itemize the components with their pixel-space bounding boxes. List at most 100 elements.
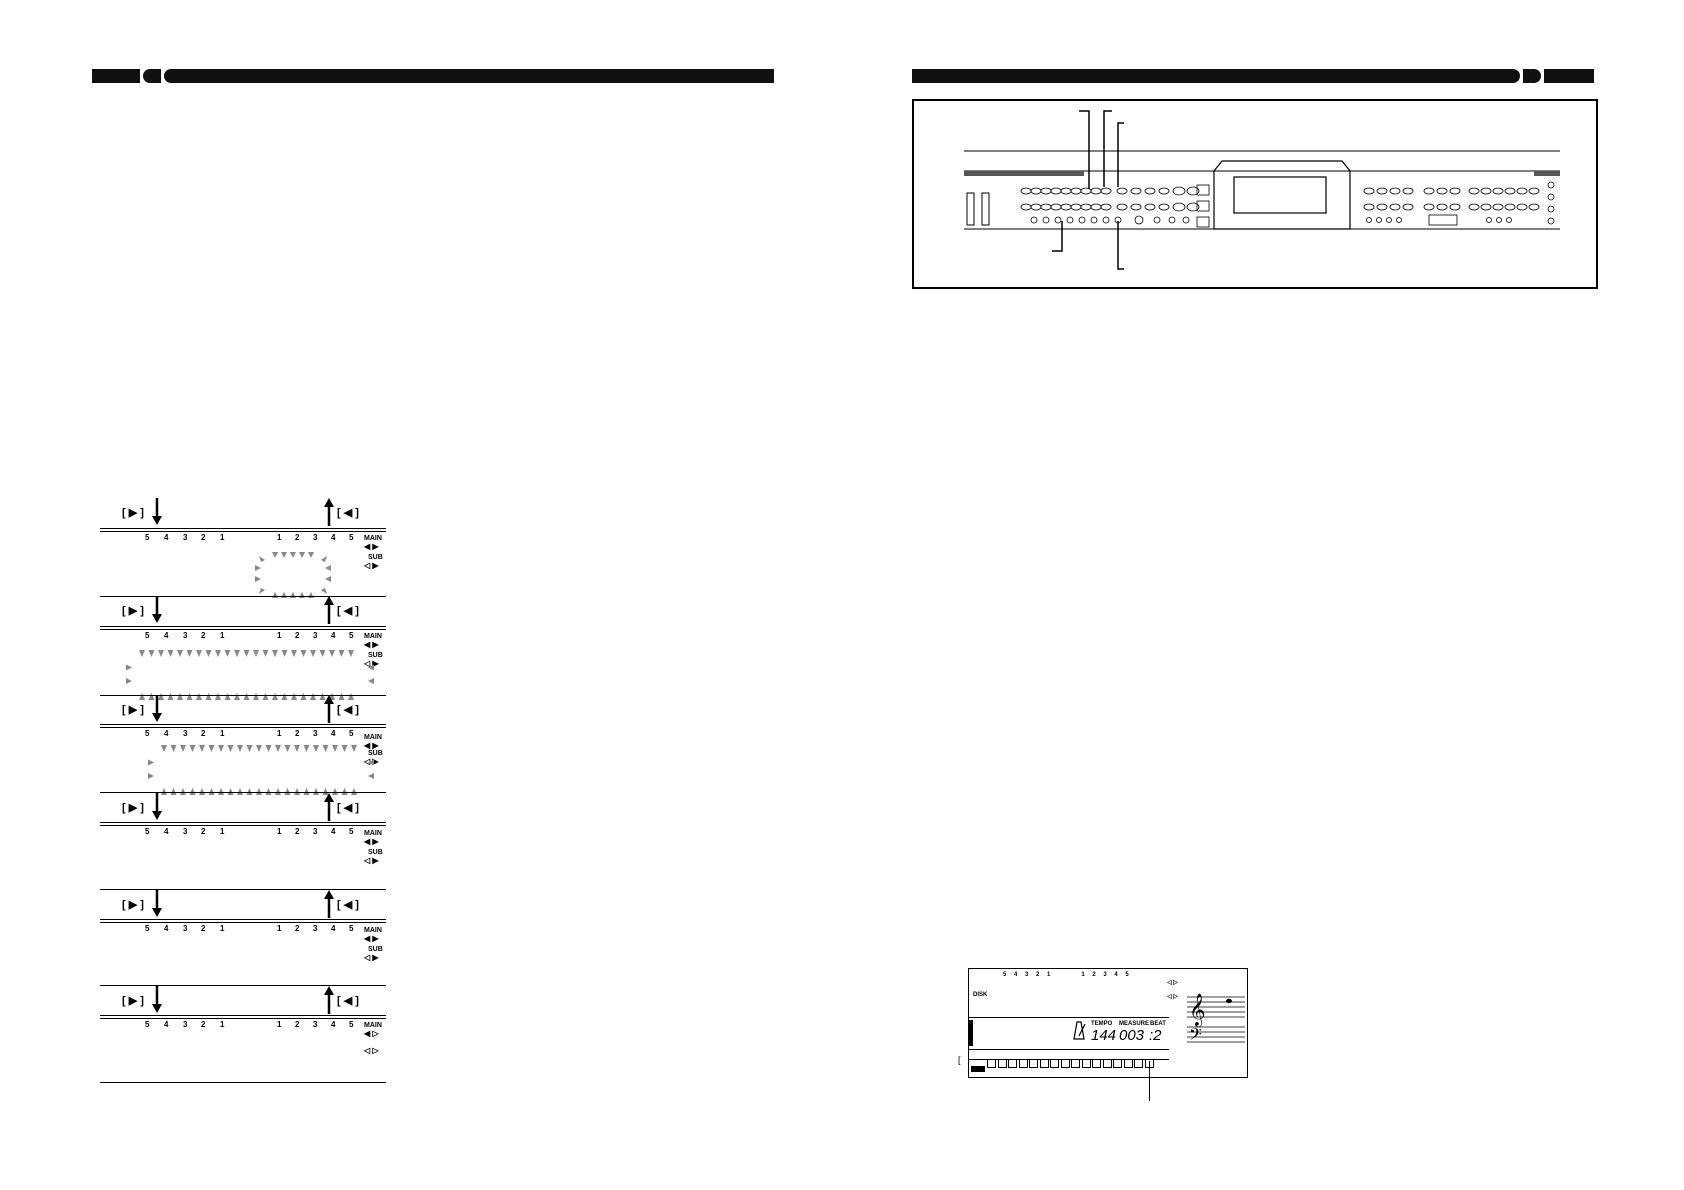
blink-tick — [294, 788, 300, 795]
lcd-track-cell — [987, 1059, 996, 1068]
blink-tick — [158, 693, 164, 700]
blink-tick — [180, 745, 186, 752]
blink-tick — [205, 650, 212, 657]
right-bracket: [ ◀ ] — [337, 507, 359, 519]
blink-tick — [265, 788, 272, 795]
blink-tick — [199, 788, 205, 795]
blink-tick — [237, 788, 243, 795]
blink-tick — [208, 745, 215, 752]
lcd-display: 5 4 3 2 1 1 2 3 4 5 ◁ ▷ ◁ ▷ DISK TEMPO M… — [968, 968, 1248, 1101]
blink-tick — [196, 693, 202, 700]
main-label: MAIN — [364, 734, 382, 741]
blink-tick — [139, 650, 145, 657]
beat-label: BEAT — [1150, 1021, 1166, 1027]
lcd-track-cell — [1008, 1059, 1017, 1068]
blinking-indicator-icon — [255, 552, 331, 598]
main-label: MAIN — [364, 927, 382, 934]
right-bracket: [ ◀ ] — [337, 605, 359, 617]
down-arrow-icon — [152, 596, 162, 623]
up-arrow-icon — [324, 890, 334, 918]
blink-tick — [348, 650, 354, 657]
blink-tick — [243, 693, 250, 700]
blink-tick — [177, 650, 183, 657]
blink-tick — [275, 745, 281, 752]
lcd-track-cell — [1081, 1059, 1091, 1068]
lcd-arrows-top: ◁ ▷ — [1167, 980, 1178, 986]
blink-tick — [332, 788, 338, 795]
sub-label: SUB — [368, 750, 383, 757]
main-label: MAIN — [364, 830, 382, 837]
blink-tick — [313, 745, 319, 752]
sub-label: SUB — [368, 946, 383, 953]
blink-tick — [148, 773, 154, 779]
blink-tick — [218, 745, 224, 752]
blink-tick — [158, 650, 164, 657]
blink-tick — [170, 745, 177, 752]
blink-tick — [237, 745, 243, 752]
blink-tick — [281, 650, 288, 657]
down-arrow-icon — [152, 986, 162, 1013]
blink-tick — [322, 788, 329, 795]
blink-tick — [368, 678, 374, 684]
measure-label: MEASURE — [1119, 1021, 1150, 1027]
lcd-top-numbers: 5 4 3 2 1 1 2 3 4 5 — [1003, 972, 1132, 978]
lcd-track-cell — [1092, 1059, 1101, 1068]
right-bracket: [ ◀ ] — [337, 899, 359, 911]
blink-tick — [291, 650, 297, 657]
header-tab-icon-right — [1523, 69, 1541, 83]
blink-tick — [313, 788, 319, 795]
beat-value: :2 — [1149, 1027, 1162, 1044]
blink-tick — [148, 693, 155, 700]
blink-tick — [275, 788, 281, 795]
blink-tick — [148, 650, 155, 657]
left-bracket: [ ▶ ] — [122, 605, 144, 617]
blink-tick — [319, 650, 326, 657]
sub-arrows: ◁ ▶ — [364, 561, 379, 570]
sub-label: SUB — [368, 554, 383, 561]
blink-tick — [186, 650, 193, 657]
blink-tick — [284, 788, 291, 795]
lcd-track-cell — [1039, 1059, 1049, 1068]
blink-tick — [234, 650, 240, 657]
blink-tick — [215, 693, 221, 700]
blink-tick — [161, 788, 167, 795]
left-bracket: [ ▶ ] — [122, 704, 144, 716]
blink-tick — [208, 788, 215, 795]
keyboard-panel-illustration — [912, 99, 1598, 289]
blink-tick — [189, 788, 196, 795]
blink-tick — [338, 693, 345, 700]
clef-staff-icon: 𝄞 𝄢 — [1187, 993, 1245, 1047]
blink-tick — [294, 745, 300, 752]
lcd-bracket-mark: [ — [958, 1055, 961, 1065]
left-bracket: [ ▶ ] — [122, 899, 144, 911]
blink-tick — [341, 788, 348, 795]
up-arrow-icon — [324, 793, 334, 821]
blink-tick — [253, 693, 259, 700]
main-arrows: ◀ ▶ — [364, 542, 379, 551]
lcd-track-cell — [1060, 1059, 1070, 1068]
blink-tick — [234, 693, 240, 700]
blink-tick — [322, 745, 329, 752]
down-arrow-icon — [152, 793, 162, 820]
blink-tick — [348, 693, 354, 700]
main-arrows: ◀ ▶ — [364, 934, 379, 943]
lcd-track-cell — [1113, 1059, 1122, 1068]
header-tab-icon — [143, 69, 161, 83]
down-arrow-icon — [152, 890, 162, 917]
metronome-icon — [1073, 1021, 1086, 1040]
disk-label: DISK — [973, 992, 988, 998]
blink-tick — [281, 693, 288, 700]
blink-tick — [303, 788, 310, 795]
blink-tick — [215, 650, 221, 657]
blink-tick — [265, 745, 272, 752]
blink-tick — [126, 664, 132, 671]
up-arrow-icon — [324, 596, 334, 624]
blink-tick — [319, 693, 326, 700]
main-label: MAIN — [364, 535, 382, 542]
blink-tick — [341, 745, 348, 752]
tempo-label: TEMPO — [1091, 1021, 1113, 1027]
right-bracket: [ ◀ ] — [337, 802, 359, 814]
lcd-track-cell — [1050, 1059, 1059, 1068]
main-label: MAIN — [364, 633, 382, 640]
sub-arrows: ◁ ▶ — [364, 953, 379, 962]
